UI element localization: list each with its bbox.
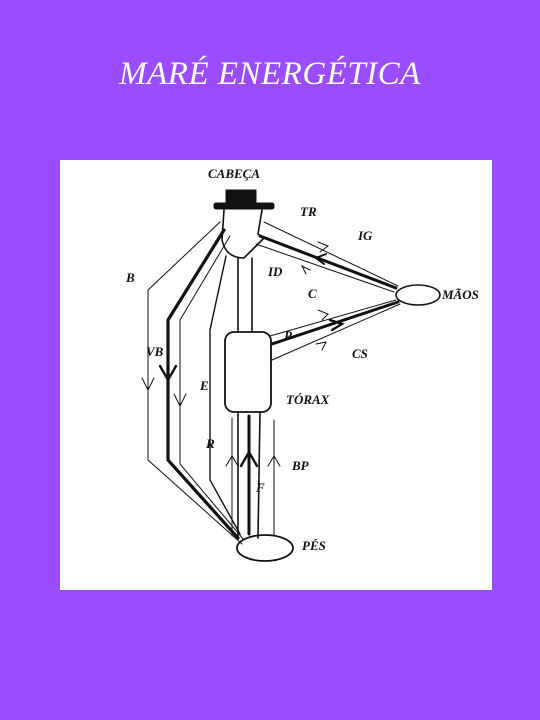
hat-brim	[213, 202, 275, 210]
meridian-p	[270, 300, 400, 346]
arrow-cs	[315, 341, 327, 351]
label-cs: CS	[352, 346, 368, 361]
label-bp: BP	[291, 458, 310, 473]
label-head: CABEÇA	[208, 166, 260, 181]
hand	[395, 284, 441, 306]
label-p: P	[284, 328, 293, 343]
arrow-f	[239, 449, 259, 468]
meridian-e-inner	[209, 255, 241, 535]
label-f: F	[255, 480, 265, 495]
arrow-r	[225, 455, 239, 467]
label-thorax: TÓRAX	[286, 392, 330, 407]
arrow-c	[317, 309, 329, 321]
meridian-cs	[271, 303, 401, 361]
label-vb: VB	[146, 344, 164, 359]
meridian-c	[269, 299, 397, 337]
arrow-p	[328, 318, 345, 332]
energy-flow-diagram: CABEÇA TR IG ID C B MÃOS P VB CS E TÓRAX…	[60, 160, 492, 590]
label-r: R	[205, 436, 215, 451]
head	[221, 209, 266, 259]
label-c: C	[308, 286, 317, 301]
arrow-id	[300, 264, 311, 275]
meridian-vb	[166, 228, 240, 540]
arrow-b	[141, 377, 155, 392]
neck	[237, 257, 253, 333]
label-feet: PÉS	[302, 538, 326, 553]
arrow-bp	[267, 455, 281, 467]
arrow-vb	[158, 364, 178, 383]
legs	[237, 411, 261, 539]
meridian-e-outer	[179, 235, 245, 541]
meridian-tr	[263, 221, 399, 287]
label-id: ID	[267, 264, 283, 279]
arrow-tr	[317, 241, 330, 253]
diagram-drawing: CABEÇA TR IG ID C B MÃOS P VB CS E TÓRAX…	[125, 166, 479, 562]
slide-title: MARÉ ENERGÉTICA	[119, 56, 421, 92]
meridian-id	[255, 243, 395, 293]
label-tr: TR	[300, 204, 317, 219]
torso	[224, 331, 272, 413]
meridian-b	[147, 221, 243, 545]
figure-lines	[141, 189, 441, 562]
arrow-e	[173, 393, 187, 408]
label-e: E	[199, 378, 209, 393]
label-b: B	[125, 270, 135, 285]
label-hands: MÃOS	[441, 287, 479, 302]
arrow-ig	[313, 253, 327, 265]
label-ig: IG	[357, 228, 373, 243]
meridian-ig	[258, 234, 398, 290]
feet	[236, 534, 294, 562]
